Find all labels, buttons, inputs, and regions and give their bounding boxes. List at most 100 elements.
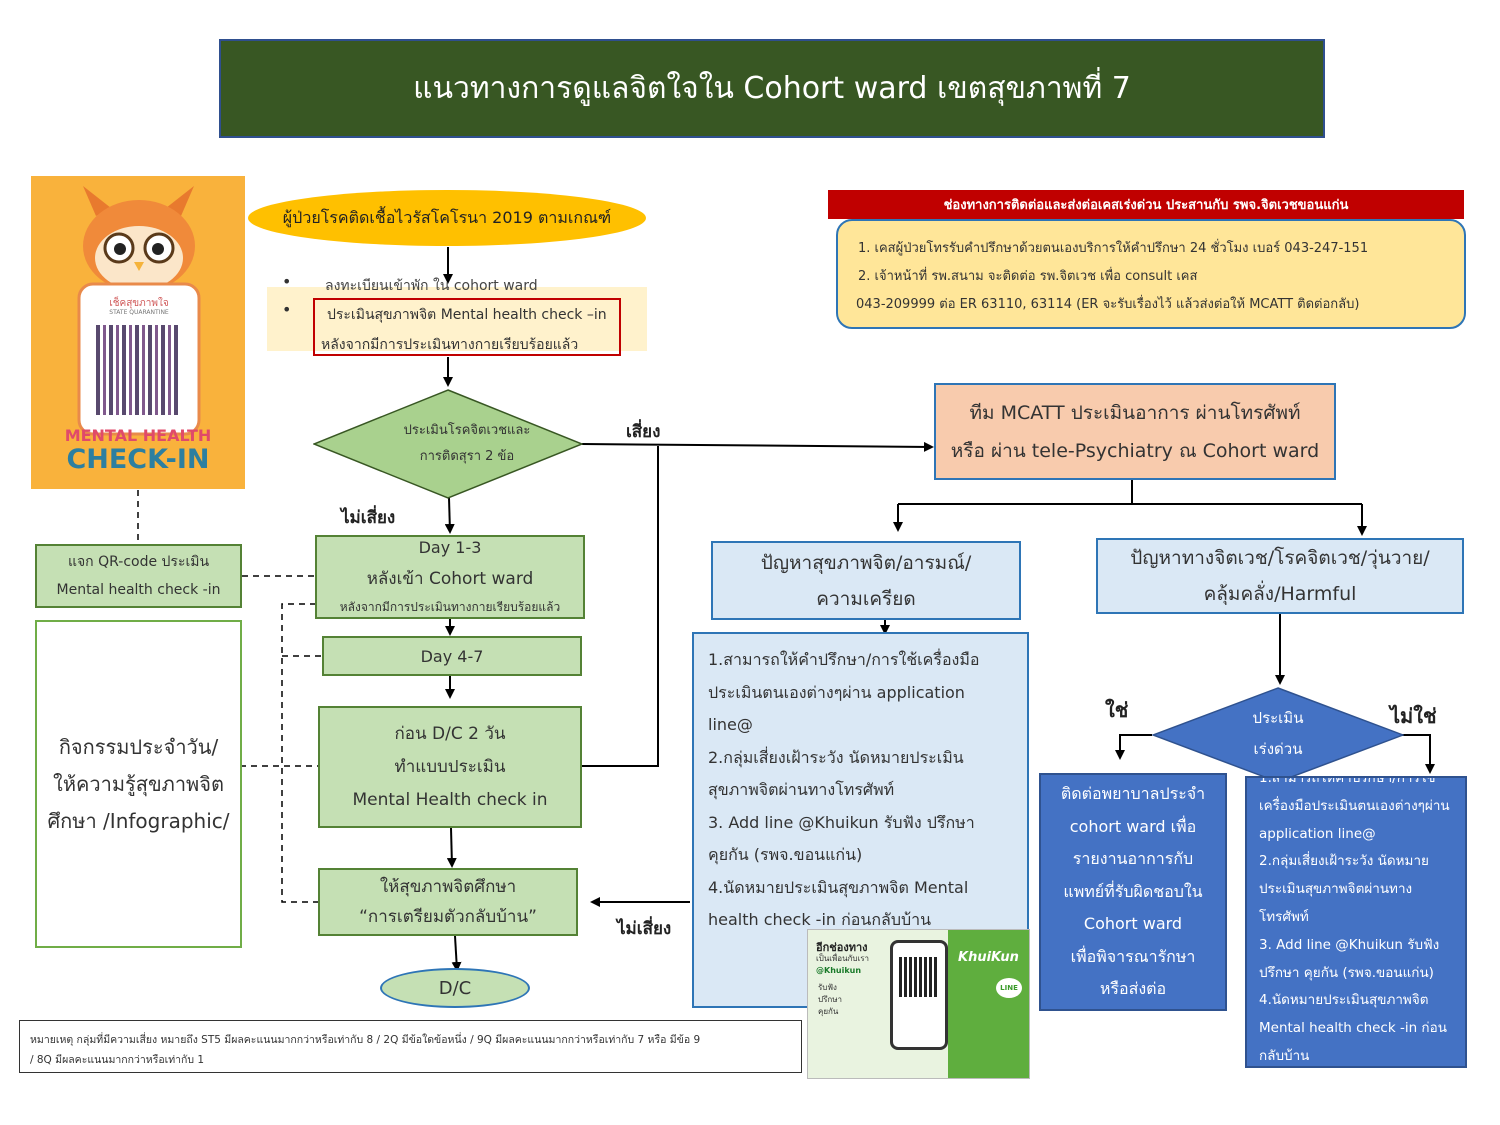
day13-note: หลังจากมีการประเมินทางกายเรียบร้อยแล้ว bbox=[339, 599, 561, 614]
nurse-line: cohort ward เพื่อ bbox=[1069, 816, 1197, 836]
label-no-risk-2: ไม่เสี่ยง bbox=[617, 919, 672, 939]
right-list-item: 4.นัดหมายประเมินสุขภาพจิต bbox=[1259, 992, 1429, 1009]
contact-box: 1. เคสผู้ป่วยโทรรับคำปรึกษาด้วยตนเองบริก… bbox=[836, 219, 1466, 329]
day13-subtitle: หลังเข้า Cohort ward bbox=[366, 568, 534, 589]
mental-problem-box: ปัญหาสุขภาพจิต/อารมณ์/ ความเครียด bbox=[711, 541, 1021, 620]
mhci-line1: MENTAL HEALTH bbox=[64, 426, 212, 445]
right-list-item: 2.กลุ่มเสี่ยงเฝ้าระวัง นัดหมาย bbox=[1259, 853, 1429, 870]
khuikun-line-ad-image: อีกช่องทาง เป็นเพื่อนกับเรา @Khuikun รับ… bbox=[807, 929, 1030, 1079]
nurse-line: เพื่อพิจารณารักษา bbox=[1070, 946, 1196, 966]
activity-line1: กิจกรรมประจำวัน/ bbox=[58, 734, 219, 759]
psych-problem-line2: คลุ้มคลั่ง/Harmful bbox=[1203, 583, 1357, 605]
right-list-item: 1.สามารถให้คำปรึกษา/การใช้ bbox=[1259, 776, 1436, 786]
ad-headline1: อีกช่องทาง bbox=[816, 941, 868, 954]
mental-list-item: 1.สามารถให้คำปรึกษา/การใช้เครื่องมือ bbox=[708, 650, 980, 669]
day-1-3-box: Day 1-3 หลังเข้า Cohort ward หลังจากมีกา… bbox=[315, 535, 585, 619]
ad-account: @Khuikun bbox=[816, 966, 862, 975]
ad-bullet-2: ปรึกษา bbox=[818, 995, 842, 1004]
mental-health-checkin-image: เช็คสุขภาพใจ STATE QUARANTINE MENTAL HEA… bbox=[31, 176, 245, 489]
arrow-beforedc-to-education bbox=[446, 827, 457, 868]
psych-problem-line1: ปัญหาทางจิตเวช/โรคจิตเวช/วุ่นวาย/ bbox=[1130, 547, 1430, 569]
nurse-contact-box: ติดต่อพยาบาลประจำ cohort ward เพื่อ รายง… bbox=[1039, 773, 1227, 1011]
right-list-item: application line@ bbox=[1259, 825, 1376, 842]
ad-brand: KhuiKun bbox=[958, 950, 1019, 965]
nurse-line: หรือส่งต่อ bbox=[1099, 979, 1167, 999]
arrow-diamond-to-mcatt bbox=[581, 441, 934, 452]
screening-diamond bbox=[313, 389, 583, 499]
ad-qr-code-icon bbox=[899, 957, 939, 997]
right-list-item: ปรึกษา คุยกัน (รพจ.ขอนแก่น) bbox=[1259, 964, 1434, 981]
before-dc-line2: ทำแบบประเมิน bbox=[394, 756, 506, 777]
right-list-item: 3. Add line @Khuikun รับฟัง bbox=[1259, 936, 1440, 953]
dashed-activity-loop bbox=[281, 603, 318, 903]
qr-distribute-box: แจก QR-code ประเมิน Mental health check … bbox=[35, 544, 242, 608]
right-list-item: Mental health check -in ก่อน bbox=[1259, 1020, 1447, 1037]
before-dc-line1: ก่อน D/C 2 วัน bbox=[394, 723, 506, 744]
mental-list-item: 4.นัดหมายประเมินสุขภาพจิต Mental bbox=[708, 877, 969, 897]
phone-icon bbox=[890, 940, 948, 1050]
activity-line2: ให้ความรู้สุขภาพจิต bbox=[53, 771, 224, 796]
mental-list-item: line@ bbox=[708, 715, 753, 734]
bullet-dot-1: • bbox=[282, 272, 292, 291]
arrow-no-to-list bbox=[1402, 734, 1435, 774]
education-line2: “การเตรียมตัวกลับบ้าน” bbox=[359, 907, 537, 927]
right-list-item: ประเมินสุขภาพจิตผ่านทาง bbox=[1259, 881, 1413, 898]
mental-list-item: สุขภาพจิตผ่านทางโทรศัพท์ bbox=[708, 780, 895, 799]
before-dc-box: ก่อน D/C 2 วัน ทำแบบประเมิน Mental Healt… bbox=[318, 706, 582, 828]
qr-box-line2: Mental health check -in bbox=[56, 582, 221, 598]
urgent-diamond-text: ประเมิน เร่งด่วน bbox=[1200, 703, 1356, 765]
label-yes: ใช่ bbox=[1105, 698, 1129, 722]
right-list-item: เครื่องมือประเมินตนเองต่างๆผ่าน bbox=[1259, 797, 1450, 814]
screening-diamond-text: ประเมินโรคจิตเวชและ การติดสุรา 2 ข้อ bbox=[360, 418, 574, 470]
mental-list-item: 3. Add line @Khuikun รับฟัง ปรึกษา bbox=[708, 812, 975, 832]
footnote: หมายเหตุ กลุ่มที่มีความเสี่ยง หมายถึง ST… bbox=[19, 1020, 802, 1073]
nurse-line: Cohort ward bbox=[1083, 914, 1183, 934]
footnote-line1: หมายเหตุ กลุ่มที่มีความเสี่ยง หมายถึง ST… bbox=[30, 1034, 701, 1046]
bullet-register: ลงทะเบียนเข้าพัก ใน cohort ward bbox=[325, 278, 538, 294]
contact-header: ช่องทางการติดต่อและส่งต่อเคสเร่งด่วน ประ… bbox=[828, 190, 1464, 219]
ad-headline2: เป็นเพื่อนกับเรา bbox=[816, 954, 870, 963]
label-no-risk: ไม่เสี่ยง bbox=[341, 508, 396, 528]
mcatt-box: ทีม MCATT ประเมินอาการ ผ่านโทรศัพท์ หรือ… bbox=[934, 383, 1336, 480]
page-title: แนวทางการดูแลจิตใจใน Cohort ward เขตสุขภ… bbox=[219, 39, 1325, 138]
mcatt-line1: ทีม MCATT ประเมินอาการ ผ่านโทรศัพท์ bbox=[969, 401, 1301, 424]
contact-line3: 043-209999 ต่อ ER 63110, 63114 (ER จะรับ… bbox=[856, 297, 1360, 312]
nurse-line: รายงานอาการกับ bbox=[1072, 849, 1194, 869]
bullet-area bbox=[267, 287, 647, 351]
start-oval: ผู้ป่วยโรคติดเชื้อไวรัสโคโรนา 2019 ตามเก… bbox=[248, 190, 646, 246]
contact-line2: 2. เจ้าหน้าที่ รพ.สนาม จะติดต่อ รพ.จิตเว… bbox=[858, 269, 1198, 284]
daily-activity-box: กิจกรรมประจำวัน/ ให้ความรู้สุขภาพจิต ศึก… bbox=[35, 620, 242, 948]
mental-list-item: คุยกัน (รพจ.ขอนแก่น) bbox=[708, 845, 863, 864]
education-box: ให้สุขภาพจิตศึกษา “การเตรียมตัวกลับบ้าน” bbox=[318, 868, 578, 936]
arrow-education-to-dc bbox=[451, 935, 462, 972]
non-urgent-guidance-list: 1.สามารถให้คำปรึกษา/การใช้ เครื่องมือประ… bbox=[1245, 776, 1467, 1068]
bullet-dot-2: • bbox=[282, 300, 292, 319]
right-list-item: โทรศัพท์ bbox=[1259, 908, 1309, 925]
ad-bullet-1: รับฟัง bbox=[818, 983, 837, 992]
line-beforedc-to-risk bbox=[582, 446, 659, 767]
mental-list-item: health check -in ก่อนกลับบ้าน bbox=[708, 910, 932, 929]
mental-list-item: 2.กลุ่มเสี่ยงเฝ้าระวัง นัดหมายประเมิน bbox=[708, 747, 964, 767]
mental-problem-line1: ปัญหาสุขภาพจิต/อารมณ์/ bbox=[760, 551, 972, 574]
badge-title: เช็คสุขภาพใจ bbox=[109, 298, 169, 309]
before-dc-line3: Mental Health check in bbox=[352, 789, 548, 810]
screening-line2: การติดสุรา 2 ข้อ bbox=[419, 449, 515, 464]
ad-bullets: รับฟัง ปรึกษา คุยกัน bbox=[818, 982, 842, 1018]
screening-line1: ประเมินโรคจิตเวชและ bbox=[403, 423, 531, 438]
arrow-diamond-to-day13 bbox=[444, 497, 455, 534]
urgent-line2: เร่งด่วน bbox=[1253, 740, 1303, 758]
badge-subtitle: STATE QUARANTINE bbox=[109, 309, 169, 316]
bullet-assess-line2: หลังจากมีการประเมินทางกายเรียบร้อยแล้ว bbox=[321, 337, 579, 353]
nurse-line: ติดต่อพยาบาลประจำ bbox=[1060, 784, 1206, 804]
ad-bullet-3: คุยกัน bbox=[818, 1007, 839, 1016]
label-risk: เสี่ยง bbox=[626, 422, 661, 442]
arrow-yes-to-nurse bbox=[1115, 734, 1152, 760]
mcatt-line2: หรือ ผ่าน tele-Psychiatry ณ Cohort ward bbox=[950, 439, 1320, 462]
mental-list-item: ประเมินตนเองต่างๆผ่าน application bbox=[708, 682, 965, 702]
bullet-assess-line1: ประเมินสุขภาพจิต Mental health check –in bbox=[327, 307, 607, 323]
line-logo-icon: LINE bbox=[996, 978, 1022, 998]
urgent-line1: ประเมิน bbox=[1252, 709, 1304, 727]
qr-code-image bbox=[93, 322, 181, 418]
bullet-assess-box: ประเมินสุขภาพจิต Mental health check –in… bbox=[313, 298, 621, 356]
